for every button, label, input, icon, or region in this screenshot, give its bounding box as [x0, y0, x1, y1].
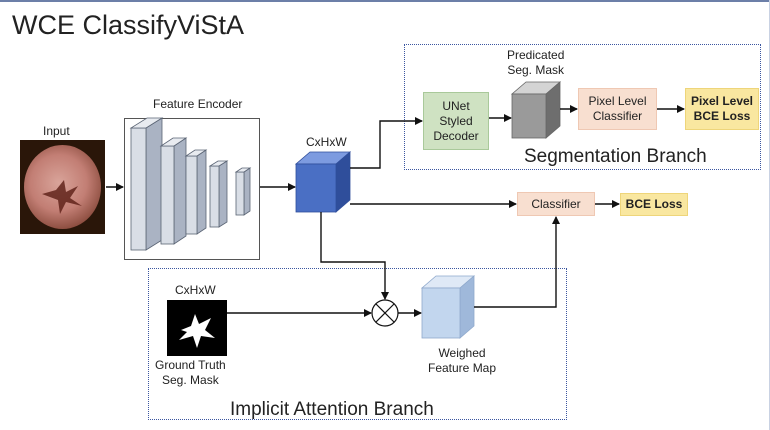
encoder-layer-5 [234, 167, 252, 216]
mask-dims-label: CxHxW [175, 283, 216, 297]
predicted-mask-line-1: Predicated [507, 48, 565, 62]
encoder-layer-4 [208, 160, 229, 228]
attention-branch-label: Implicit Attention Branch [230, 399, 434, 420]
encoder-label: Feature Encoder [153, 97, 243, 111]
feature-dims-label: CxHxW [306, 135, 347, 149]
encoder-layer-1 [129, 117, 164, 251]
diagram-title: WCE ClassifyViStA [12, 10, 245, 40]
top-rule [0, 0, 770, 2]
unet-decoder-block: UNet Styled Decoder [423, 92, 489, 150]
pixel-classifier-line-1: Pixel Level [588, 94, 647, 108]
pixel-classifier-block: Pixel Level Classifier [578, 88, 657, 130]
weighed-map-line-1: Weighed [438, 346, 486, 360]
arrow-cube-to-decoder [350, 117, 423, 169]
input-endoscopy-image [20, 140, 105, 234]
pixel-loss-line-1: Pixel Level [690, 94, 754, 108]
pixel-loss-block: Pixel Level BCE Loss [685, 88, 759, 130]
decoder-line-1: UNet [442, 98, 470, 113]
pixel-loss-line-2: BCE Loss [693, 109, 751, 123]
multiply-operator [371, 299, 399, 327]
bce-loss-block: BCE Loss [620, 193, 688, 216]
ground-truth-line-1: Ground Truth [155, 358, 226, 372]
encoder-layer-2 [159, 137, 188, 245]
classifier-block: Classifier [517, 192, 595, 216]
predicted-mask-label: Predicated Seg. Mask [507, 48, 564, 78]
ground-truth-label: Ground Truth Seg. Mask [155, 358, 226, 388]
pixel-classifier-line-2: Classifier [592, 109, 643, 123]
decoder-line-2: Styled [439, 113, 473, 128]
predicted-mask-cube [510, 81, 562, 139]
predicted-mask-line-2: Seg. Mask [507, 63, 565, 77]
segmentation-branch-label: Segmentation Branch [524, 146, 707, 167]
ground-truth-line-2: Seg. Mask [162, 373, 219, 387]
arrow-weighed-to-classifier [474, 216, 560, 308]
attention-branch-box [148, 268, 567, 420]
ground-truth-mask-image [167, 300, 227, 356]
input-label: Input [43, 124, 70, 138]
encoder-layer-3 [184, 149, 208, 235]
decoder-line-3: Decoder [433, 128, 479, 143]
weighed-map-label: Weighed Feature Map [428, 346, 496, 376]
weighed-feature-cube [420, 275, 476, 339]
segmentation-branch-box [404, 44, 761, 170]
weighed-map-line-2: Feature Map [428, 361, 497, 375]
arrow-cube-to-multiply [320, 212, 389, 300]
feature-cube [294, 151, 352, 213]
